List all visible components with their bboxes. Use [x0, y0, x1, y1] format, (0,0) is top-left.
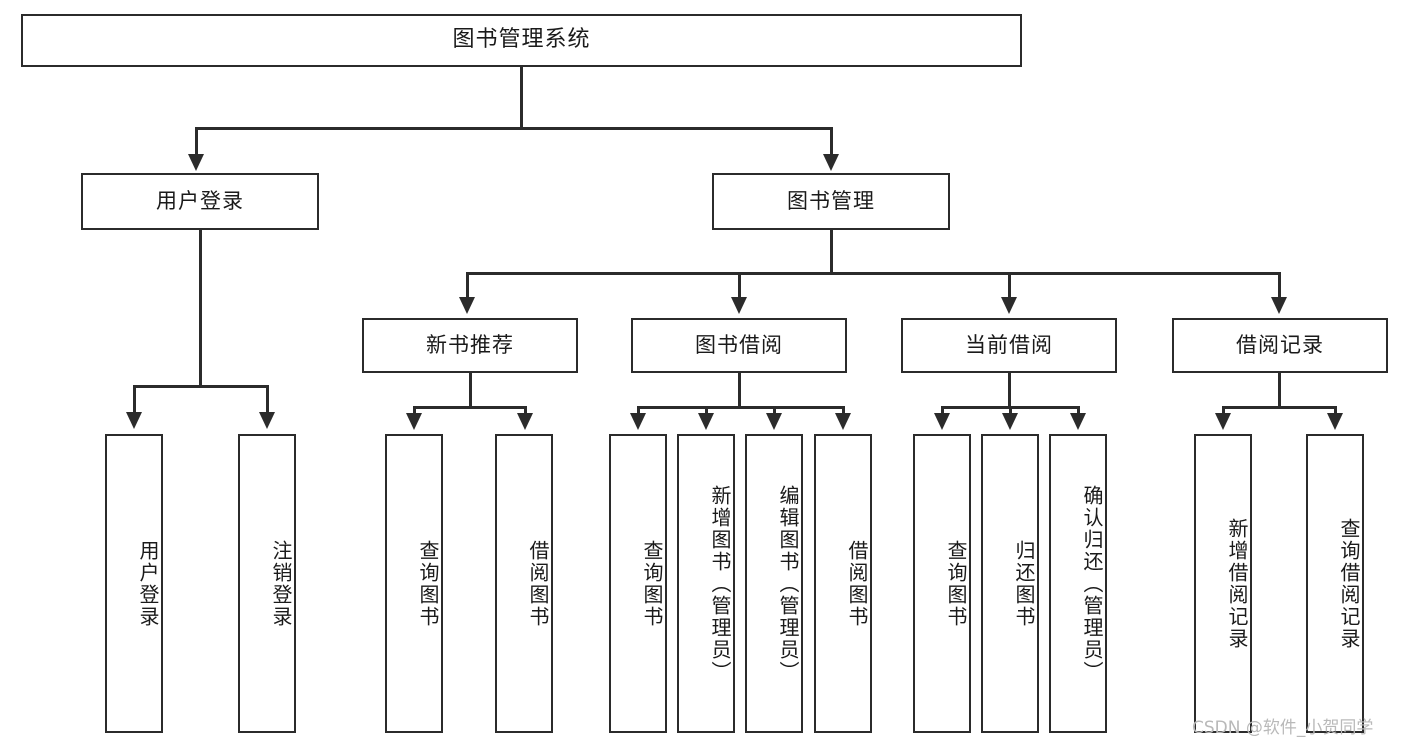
arrowhead-leaf-query-book-a	[406, 413, 422, 430]
connector-to-book-borrow	[738, 272, 741, 298]
connector-book-borrow-drop-2	[705, 406, 708, 414]
arrowhead-leaf-add-book	[698, 413, 714, 430]
connector-book-borrow-bus	[637, 406, 842, 409]
arrowhead-leaf-add-record	[1215, 413, 1231, 430]
connector-new-book-stem	[469, 373, 472, 408]
connector-root-stem	[520, 67, 523, 129]
leaf-label: 借阅图书	[526, 539, 550, 628]
leaf-label: 新增借阅记录	[1225, 517, 1249, 650]
leaf-user-login[interactable]: 用户登录	[105, 434, 163, 733]
leaf-add-borrow-record[interactable]: 新增借阅记录	[1194, 434, 1252, 733]
leaf-borrow-book-recommend[interactable]: 借阅图书	[495, 434, 553, 733]
arrowhead-leaf-query-book-b	[630, 413, 646, 430]
node-user-login[interactable]: 用户登录	[81, 173, 319, 230]
leaf-return-book[interactable]: 归还图书	[981, 434, 1039, 733]
arrowhead-leaf-user-login	[126, 412, 142, 429]
leaf-add-book-admin[interactable]: 新增图书（管理员）	[677, 434, 735, 733]
connector-borrow-record-bus	[1222, 406, 1336, 409]
connector-borrow-record-drop-2	[1334, 406, 1337, 414]
node-label: 图书管理系统	[452, 27, 591, 53]
connector-user-login-bus	[133, 385, 266, 388]
node-book-borrow[interactable]: 图书借阅	[631, 318, 847, 373]
connector-to-book-mgmt	[830, 127, 833, 156]
arrowhead-current-borrow	[1001, 297, 1017, 314]
connector-book-borrow-drop-3	[773, 406, 776, 414]
connector-level1-bus	[195, 127, 832, 130]
node-current-borrow[interactable]: 当前借阅	[901, 318, 1117, 373]
connector-book-borrow-drop-4	[842, 406, 845, 414]
leaf-label: 查询借阅记录	[1337, 517, 1361, 650]
arrowhead-leaf-borrow-book-b	[835, 413, 851, 430]
leaf-query-book-current[interactable]: 查询图书	[913, 434, 971, 733]
arrowhead-leaf-borrow-book-a	[517, 413, 533, 430]
arrowhead-leaf-query-record	[1327, 413, 1343, 430]
connector-current-borrow-drop-2	[1009, 406, 1012, 414]
node-borrow-record[interactable]: 借阅记录	[1172, 318, 1388, 373]
connector-current-borrow-drop-3	[1077, 406, 1080, 414]
leaf-confirm-return-admin[interactable]: 确认归还（管理员）	[1049, 434, 1107, 733]
connector-to-user-login	[195, 127, 198, 156]
connector-book-borrow-stem	[738, 373, 741, 408]
leaf-query-book-borrow[interactable]: 查询图书	[609, 434, 667, 733]
node-label: 图书管理	[787, 188, 875, 213]
arrowhead-book-borrow	[731, 297, 747, 314]
leaf-borrow-book-borrow[interactable]: 借阅图书	[814, 434, 872, 733]
connector-new-book-drop-2	[524, 406, 527, 414]
node-book-management[interactable]: 图书管理	[712, 173, 950, 230]
node-label: 当前借阅	[965, 332, 1053, 357]
leaf-label: 新增图书（管理员）	[708, 484, 732, 683]
leaf-label: 用户登录	[136, 539, 160, 628]
leaf-logout[interactable]: 注销登录	[238, 434, 296, 733]
node-new-book-recommend[interactable]: 新书推荐	[362, 318, 578, 373]
node-label: 借阅记录	[1236, 332, 1324, 357]
arrowhead-leaf-confirm-return	[1070, 413, 1086, 430]
leaf-label: 编辑图书（管理员）	[776, 484, 800, 683]
arrowhead-borrow-record	[1271, 297, 1287, 314]
leaf-label: 借阅图书	[845, 539, 869, 628]
leaf-edit-book-admin[interactable]: 编辑图书（管理员）	[745, 434, 803, 733]
arrowhead-new-book	[459, 297, 475, 314]
connector-book-borrow-drop-1	[637, 406, 640, 414]
leaf-label: 归还图书	[1012, 539, 1036, 628]
arrowhead-leaf-return-book	[1002, 413, 1018, 430]
connector-to-borrow-record	[1278, 272, 1281, 298]
node-label: 新书推荐	[426, 332, 514, 357]
connector-new-book-bus	[413, 406, 526, 409]
connector-new-book-drop-1	[413, 406, 416, 414]
node-label: 用户登录	[156, 188, 244, 213]
connector-book-mgmt-stem	[830, 230, 833, 274]
leaf-label: 查询图书	[640, 539, 664, 628]
connector-user-login-drop-1	[133, 385, 136, 413]
arrowhead-leaf-edit-book	[766, 413, 782, 430]
arrowhead-book-mgmt	[823, 154, 839, 171]
leaf-label: 查询图书	[416, 539, 440, 628]
leaf-label: 注销登录	[269, 539, 293, 628]
connector-level2-bus	[466, 272, 1280, 275]
connector-to-current-borrow	[1008, 272, 1011, 298]
connector-current-borrow-drop-1	[941, 406, 944, 414]
connector-to-new-book	[466, 272, 469, 298]
node-label: 图书借阅	[695, 332, 783, 357]
leaf-label: 查询图书	[944, 539, 968, 628]
arrowhead-leaf-query-book-c	[934, 413, 950, 430]
connector-user-login-drop-2	[266, 385, 269, 413]
connector-current-borrow-stem	[1008, 373, 1011, 408]
connector-borrow-record-stem	[1278, 373, 1281, 408]
connector-borrow-record-drop-1	[1222, 406, 1225, 414]
node-system-root[interactable]: 图书管理系统	[21, 14, 1022, 67]
connector-user-login-stem	[199, 230, 202, 387]
arrowhead-leaf-logout	[259, 412, 275, 429]
leaf-query-borrow-record[interactable]: 查询借阅记录	[1306, 434, 1364, 733]
leaf-query-book-recommend[interactable]: 查询图书	[385, 434, 443, 733]
leaf-label: 确认归还（管理员）	[1080, 484, 1104, 683]
arrowhead-user-login	[188, 154, 204, 171]
csdn-watermark: CSDN @软件_小贺同学	[1192, 718, 1374, 738]
